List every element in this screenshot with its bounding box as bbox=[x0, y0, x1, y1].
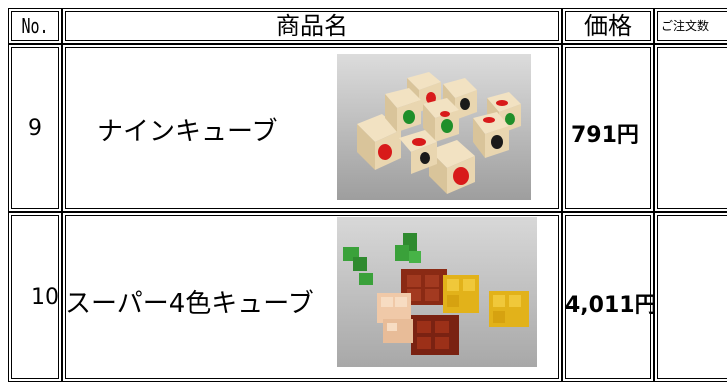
header-name-label: 商品名 bbox=[276, 12, 348, 40]
row-9-no-text: 9 bbox=[28, 115, 42, 141]
header-no-label: No. bbox=[21, 14, 49, 38]
nine-cube-photo-icon bbox=[337, 54, 531, 200]
row-9-price: 791円 bbox=[571, 123, 639, 148]
row-10-price: 4,011円 bbox=[565, 293, 657, 318]
header-name: 商品名 bbox=[62, 8, 562, 44]
header-no: No. bbox=[8, 8, 62, 44]
header-quantity: ご注文数 bbox=[654, 8, 727, 44]
row-9-quantity-cell[interactable] bbox=[654, 44, 727, 212]
row-10-name-cell: スーパー4色キューブ bbox=[62, 212, 562, 382]
super-four-color-cube-photo bbox=[337, 217, 537, 367]
row-9-product-name: ナインキューブ bbox=[97, 117, 278, 147]
nine-cube-photo bbox=[337, 54, 531, 200]
row-9-name-cell: ナインキューブ bbox=[62, 44, 562, 212]
header-quantity-label: ご注文数 bbox=[661, 19, 710, 33]
row-10-quantity-cell[interactable] bbox=[654, 212, 727, 382]
row-10-product-name: スーパー4色キューブ bbox=[65, 289, 314, 319]
row-9-price-cell: 791円 bbox=[562, 44, 654, 212]
row-10-price-cell: 4,011円 bbox=[562, 212, 657, 382]
row-10-no-text: 10 bbox=[31, 284, 59, 310]
header-price-label: 価格 bbox=[584, 12, 632, 40]
header-price: 価格 bbox=[562, 8, 654, 44]
row-10-no: 10 bbox=[8, 212, 62, 382]
row-9-no: 9 bbox=[8, 44, 62, 212]
super-four-color-cube-photo-icon bbox=[337, 217, 537, 367]
